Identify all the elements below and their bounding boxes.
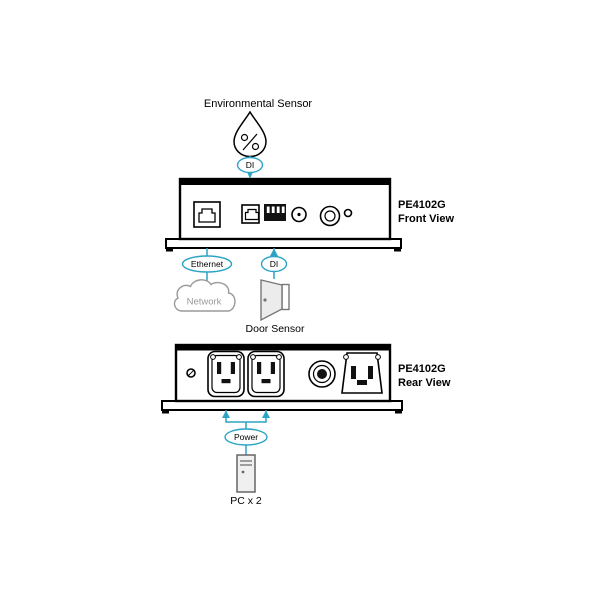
power-badge: Power (224, 428, 268, 446)
rear-device (161, 343, 403, 414)
power-outlet-1 (207, 350, 245, 398)
screw-hole (276, 354, 282, 360)
sensor-port (241, 204, 260, 224)
round-button (291, 206, 307, 223)
di-terminal-block (264, 204, 286, 221)
rear-section: PE4102G Rear View Power PC x 2 (161, 343, 451, 507)
humidity-droplet-icon (233, 110, 267, 158)
round-connector-rear (308, 360, 336, 388)
rear-flange (161, 400, 403, 411)
rear-device-view-label: Rear View (398, 377, 451, 389)
front-flange (165, 238, 402, 249)
screw-hole (343, 354, 349, 360)
front-device-name-label: PE4102G (398, 199, 446, 211)
front-device-view-label: Front View (398, 213, 454, 225)
rear-device-name-label: PE4102G (398, 363, 446, 375)
screw-hole (250, 354, 256, 360)
door-di-badge-label: DI (270, 259, 279, 269)
screw-hole (236, 354, 242, 360)
arrow-up-icon (262, 410, 270, 418)
arrow-up-icon (222, 410, 230, 418)
screw-hole (210, 354, 216, 360)
panel-screw (186, 368, 196, 378)
environmental-sensor-label: Environmental Sensor (204, 98, 313, 110)
front-section: Environmental Sensor DI (165, 98, 454, 335)
ethernet-badge-label: Ethernet (191, 259, 224, 269)
power-inlet (341, 352, 383, 394)
sensor-di-badge: DI (236, 156, 264, 174)
round-connector (319, 205, 341, 227)
front-device (165, 177, 402, 252)
door-di-badge: DI (260, 255, 288, 273)
screw-hole (375, 354, 381, 360)
ethernet-badge: Ethernet (181, 255, 233, 273)
sensor-di-badge-label: DI (246, 160, 255, 170)
power-outlet-2 (247, 350, 285, 398)
door-icon (260, 279, 290, 322)
power-badge-label: Power (234, 432, 258, 442)
door-sensor-label: Door Sensor (246, 323, 305, 335)
pc-label: PC x 2 (230, 495, 262, 507)
network-label: Network (187, 297, 222, 308)
ethernet-port (193, 201, 221, 228)
pc-tower-icon (236, 454, 256, 493)
led-indicator (343, 208, 353, 218)
arrow-up-icon (270, 248, 278, 256)
network-cloud-icon: Network (173, 279, 236, 312)
